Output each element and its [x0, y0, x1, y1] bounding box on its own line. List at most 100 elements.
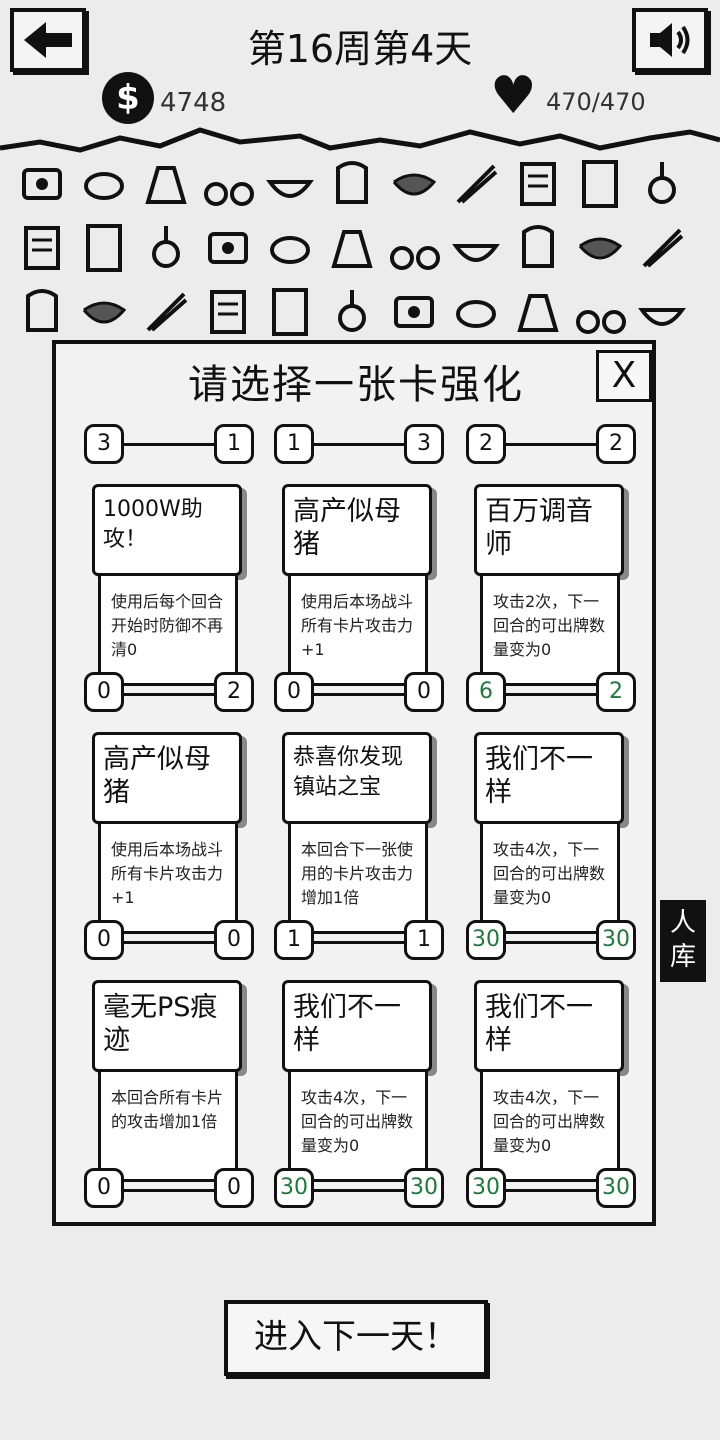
card-right-stat: 2 [214, 672, 254, 712]
dollar-icon: $ [102, 72, 154, 124]
helmet-icon [448, 156, 504, 212]
card-stat-divider [296, 1189, 422, 1192]
back-button[interactable] [10, 8, 86, 72]
creature-icon [510, 284, 566, 340]
card-title: 1000W助攻！ [92, 484, 242, 576]
card-stat-divider [488, 1189, 614, 1192]
vest-icon [76, 220, 132, 276]
bag-icon [262, 220, 318, 276]
sofa-icon [448, 284, 504, 340]
card-right-stat: 30 [596, 1168, 636, 1208]
card-stat-divider [488, 693, 614, 696]
knife-icon [14, 220, 70, 276]
sound-button[interactable] [632, 8, 708, 72]
paper-icon [200, 220, 256, 276]
fighter-icon [572, 284, 628, 340]
card-right-stat: 0 [214, 920, 254, 960]
fish-icon [324, 220, 380, 276]
close-button[interactable]: X [596, 350, 652, 402]
card-left-stat: 30 [466, 920, 506, 960]
dress-icon [324, 284, 380, 340]
card-left-stat: 0 [84, 672, 124, 712]
ball-icon [200, 284, 256, 340]
ship-icon [634, 284, 690, 340]
back-arrow-icon [24, 22, 72, 58]
card-description: 使用后本场战斗所有卡片攻击力+1 [98, 824, 238, 934]
bicycle-icon [634, 156, 690, 212]
sword-pair-icon [324, 156, 380, 212]
card-title: 我们不一样 [282, 980, 432, 1072]
left-stat-badge: 2 [466, 424, 506, 464]
card-left-stat: 30 [466, 1168, 506, 1208]
card-description: 攻击4次，下一回合的可出牌数量变为0 [480, 824, 620, 934]
ring-icon [262, 156, 318, 212]
next-day-button[interactable]: 进入下一天！ [224, 1300, 488, 1376]
card-right-stat: 1 [404, 920, 444, 960]
sword-icon [386, 220, 442, 276]
card-right-stat: 2 [596, 672, 636, 712]
keyboard-icon [510, 220, 566, 276]
card-stat-divider [106, 1189, 232, 1192]
card-stat-divider [296, 693, 422, 696]
right-stat-badge: 1 [214, 424, 254, 464]
card-right-stat: 0 [214, 1168, 254, 1208]
bowl-icon [386, 156, 442, 212]
day-title: 第16周第4天 [247, 27, 473, 71]
rice-bowl-icon [572, 156, 628, 212]
card-title: 我们不一样 [474, 980, 624, 1072]
card-left-stat: 1 [274, 920, 314, 960]
cloak-icon [200, 156, 256, 212]
dialog-title: 请选择一张卡强化 [188, 362, 524, 408]
right-stat-badge: 2 [596, 424, 636, 464]
row-divider [488, 443, 614, 446]
card-title: 恭喜你发现镇站之宝 [282, 732, 432, 824]
card-title: 高产似母猪 [282, 484, 432, 576]
card-left-stat: 0 [274, 672, 314, 712]
card-stat-divider [106, 941, 232, 944]
card-left-stat: 0 [84, 920, 124, 960]
row-divider [296, 443, 422, 446]
card-title: 毫无PS痕迹 [92, 980, 242, 1072]
left-stat-badge: 1 [274, 424, 314, 464]
mixer-icon [76, 156, 132, 212]
card-description: 攻击2次，下一回合的可出牌数量变为0 [480, 576, 620, 686]
card-description: 攻击4次，下一回合的可出牌数量变为0 [480, 1072, 620, 1182]
backpack-icon [138, 156, 194, 212]
bird-icon [634, 220, 690, 276]
card-stat-divider [106, 693, 232, 696]
phone-icon [572, 220, 628, 276]
card-left-stat: 30 [274, 1168, 314, 1208]
card-stat-divider [296, 941, 422, 944]
left-stat-badge: 3 [84, 424, 124, 464]
torn-paper-edge [0, 127, 720, 153]
blade-icon [448, 220, 504, 276]
ticket-icon [138, 220, 194, 276]
chest-icon [76, 284, 132, 340]
hanger-icon [262, 284, 318, 340]
card-description: 使用后本场战斗所有卡片攻击力+1 [288, 576, 428, 686]
card-right-stat: 30 [596, 920, 636, 960]
row-divider [106, 443, 232, 446]
card-right-stat: 0 [404, 672, 444, 712]
spider-icon [14, 284, 70, 340]
heart-icon: ♥ [490, 66, 537, 126]
curtain-icon [138, 284, 194, 340]
card-left-stat: 0 [84, 1168, 124, 1208]
card-title: 高产似母猪 [92, 732, 242, 824]
right-stat-badge: 3 [404, 424, 444, 464]
card-description: 本回合下一张使用的卡片攻击力增加1倍 [288, 824, 428, 934]
card-stat-divider [488, 941, 614, 944]
speaker-icon [650, 23, 690, 57]
